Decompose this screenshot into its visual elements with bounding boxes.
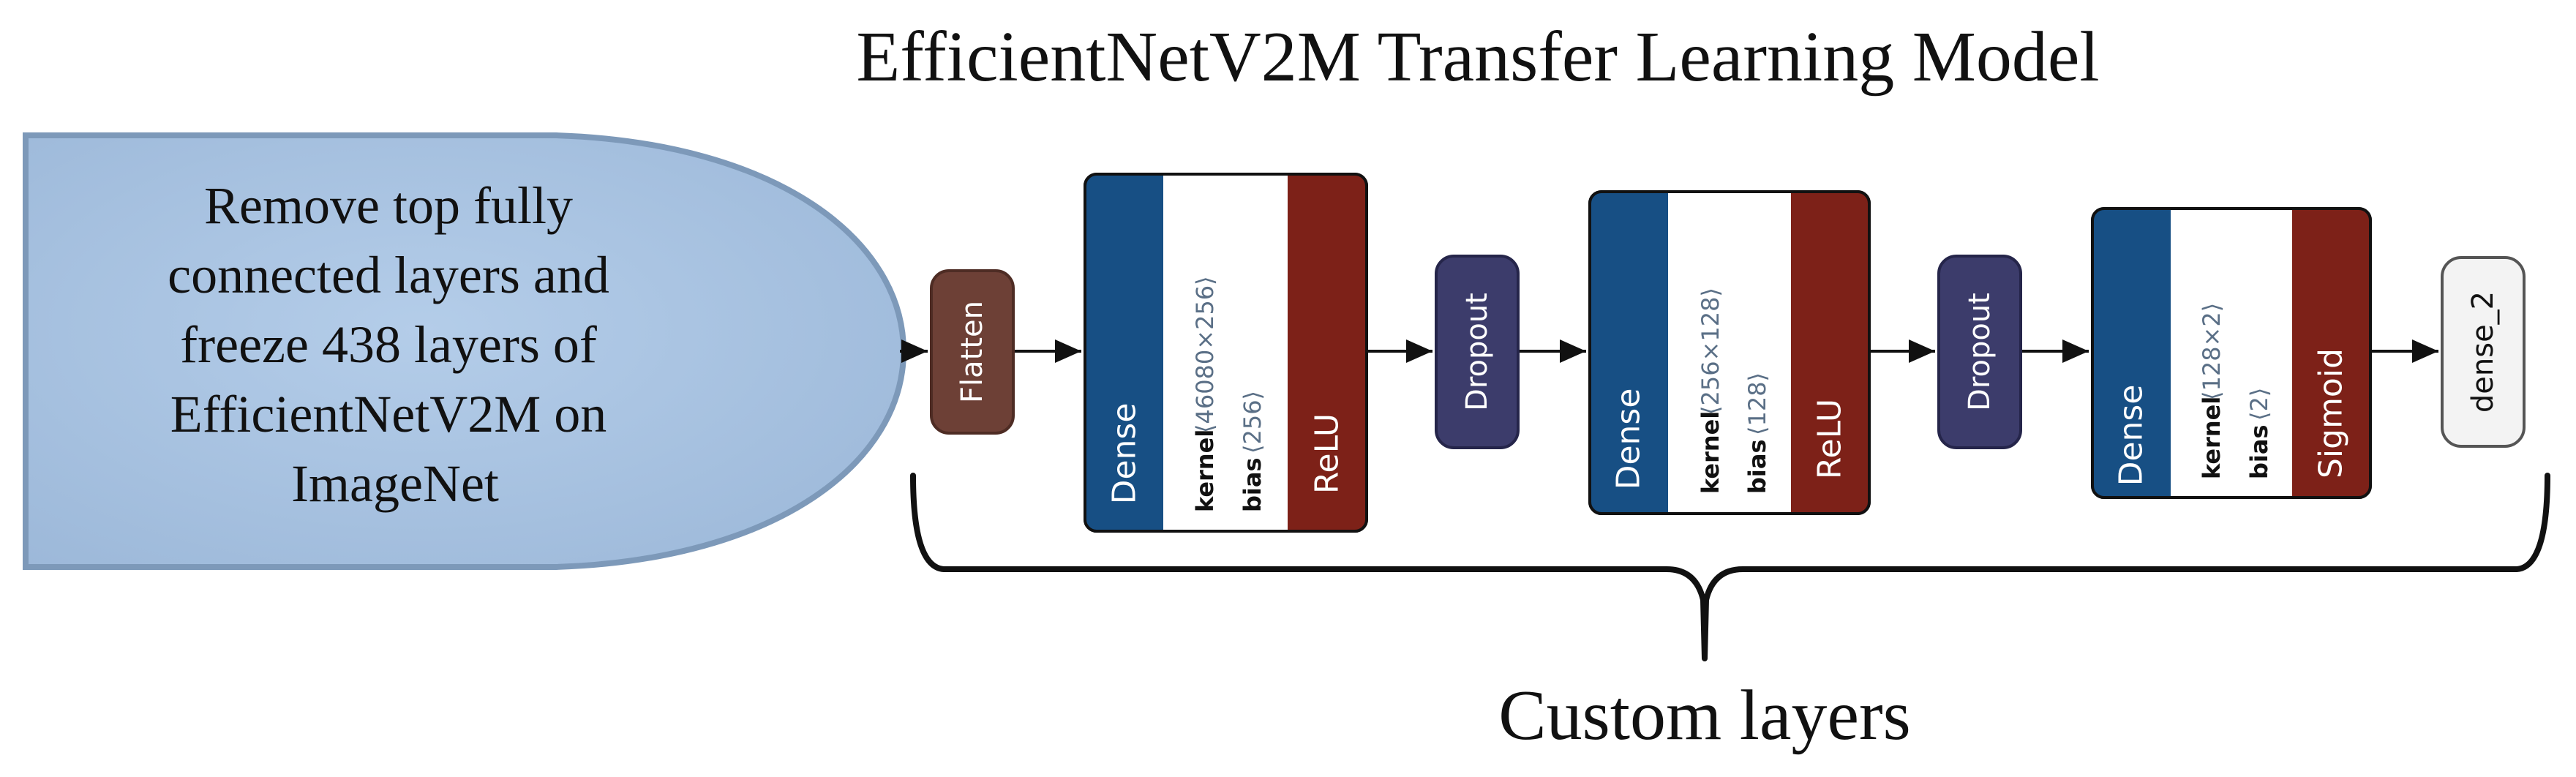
dense-2-bias-label: bias: [1743, 439, 1771, 494]
dense-2-bias-value: ⟨128⟩: [1743, 372, 1771, 435]
base-model-line: Remove top fully: [204, 176, 573, 235]
dense-2-kernel-label: kernel: [1697, 411, 1724, 494]
base-model-line: freeze 438 layers of: [180, 315, 597, 374]
dense-3-type-label: Dense: [2113, 385, 2150, 487]
base-model-text: Remove top fully connected layers and fr…: [168, 176, 623, 513]
dense-3-activation-panel: [2292, 209, 2370, 498]
dense-1-bias-label: bias: [1239, 457, 1266, 512]
dense-1-type-panel: [1085, 174, 1163, 531]
base-model-line: EfficientNetV2M on: [170, 385, 607, 443]
output-layer: dense_2: [2441, 256, 2526, 448]
dropout-layer-1: Dropout: [1435, 255, 1520, 449]
custom-layers-label: Custom layers: [1498, 676, 1910, 755]
dense-3-kernel-label: kernel: [2198, 397, 2226, 479]
custom-layers-brace: [910, 473, 2550, 661]
dense-2-type-panel: [1590, 192, 1668, 514]
base-model-line: connected layers and: [168, 246, 609, 304]
dense-3-activation-label: Sigmoid: [2313, 348, 2350, 478]
dense-3-bias-value: ⟨2⟩: [2245, 388, 2273, 421]
dense-1-type-label: Dense: [1106, 403, 1144, 505]
dense-1-kernel-label: kernel: [1191, 429, 1219, 512]
dense-1-kernel-value: ⟨46080×256⟩: [1191, 276, 1219, 433]
dense-3-type-panel: [2092, 209, 2171, 498]
dense-2-activation-label: ReLU: [1811, 399, 1849, 479]
diagram-title: EfficientNetV2M Transfer Learning Model: [856, 18, 2099, 97]
flatten-label: Flatten: [955, 301, 989, 403]
base-model-line: ImageNet: [291, 454, 499, 513]
dropout-layer-2: Dropout: [1937, 255, 2022, 449]
dense-3-kernel-value: ⟨128×2⟩: [2198, 303, 2226, 400]
dense-3-bias-label: bias: [2245, 424, 2273, 479]
dense-layer-2: Dense kernel ⟨256×128⟩ bias ⟨128⟩ ReLU: [1588, 190, 1871, 515]
flatten-layer: Flatten: [930, 269, 1015, 435]
dense-2-type-label: Dense: [1610, 388, 1648, 490]
output-label: dense_2: [2466, 291, 2500, 413]
dense-layer-1: Dense kernel ⟨46080×256⟩ bias ⟨256⟩ ReLU: [1084, 173, 1368, 533]
dense-1-bias-value: ⟨256⟩: [1239, 391, 1266, 454]
dense-2-kernel-value: ⟨256×128⟩: [1697, 288, 1724, 415]
base-model-block: Remove top fully connected layers and fr…: [23, 132, 907, 570]
dropout-1-label: Dropout: [1460, 293, 1494, 411]
dense-1-activation-panel: [1288, 174, 1367, 531]
dense-layer-3: Dense kernel ⟨128×2⟩ bias ⟨2⟩ Sigmoid: [2091, 207, 2372, 499]
dense-1-activation-label: ReLU: [1309, 413, 1346, 494]
dense-2-activation-panel: [1791, 192, 1869, 514]
dropout-2-label: Dropout: [1963, 293, 1997, 411]
